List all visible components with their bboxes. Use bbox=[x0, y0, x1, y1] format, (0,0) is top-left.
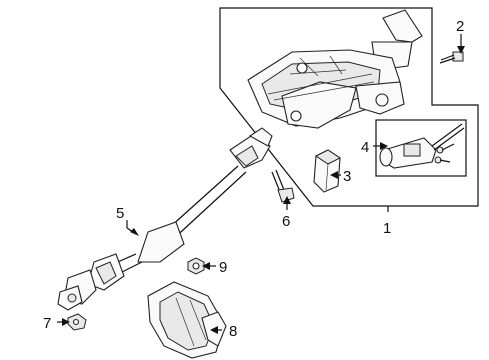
bolt-6 bbox=[271, 169, 295, 203]
column-assembly-outline bbox=[219, 7, 479, 207]
leader-lines bbox=[57, 34, 465, 334]
dash-cover-8 bbox=[147, 281, 227, 359]
nut-9 bbox=[187, 257, 205, 275]
bolt-2 bbox=[439, 51, 464, 64]
motor-sub-box bbox=[375, 119, 467, 177]
callout-7: 7 bbox=[43, 315, 51, 332]
callout-9: 9 bbox=[219, 259, 227, 276]
intermediate-shaft bbox=[57, 127, 273, 311]
callout-8: 8 bbox=[229, 323, 237, 340]
callout-2: 2 bbox=[456, 18, 464, 35]
tilt-motor bbox=[379, 123, 465, 169]
callout-4: 4 bbox=[361, 139, 369, 156]
callout-3: 3 bbox=[343, 168, 351, 185]
callout-1: 1 bbox=[383, 220, 391, 237]
callout-6: 6 bbox=[282, 213, 290, 230]
steering-column bbox=[247, 9, 423, 129]
callout-5: 5 bbox=[116, 205, 124, 222]
bolt-7 bbox=[67, 313, 87, 331]
control-module bbox=[313, 149, 341, 193]
